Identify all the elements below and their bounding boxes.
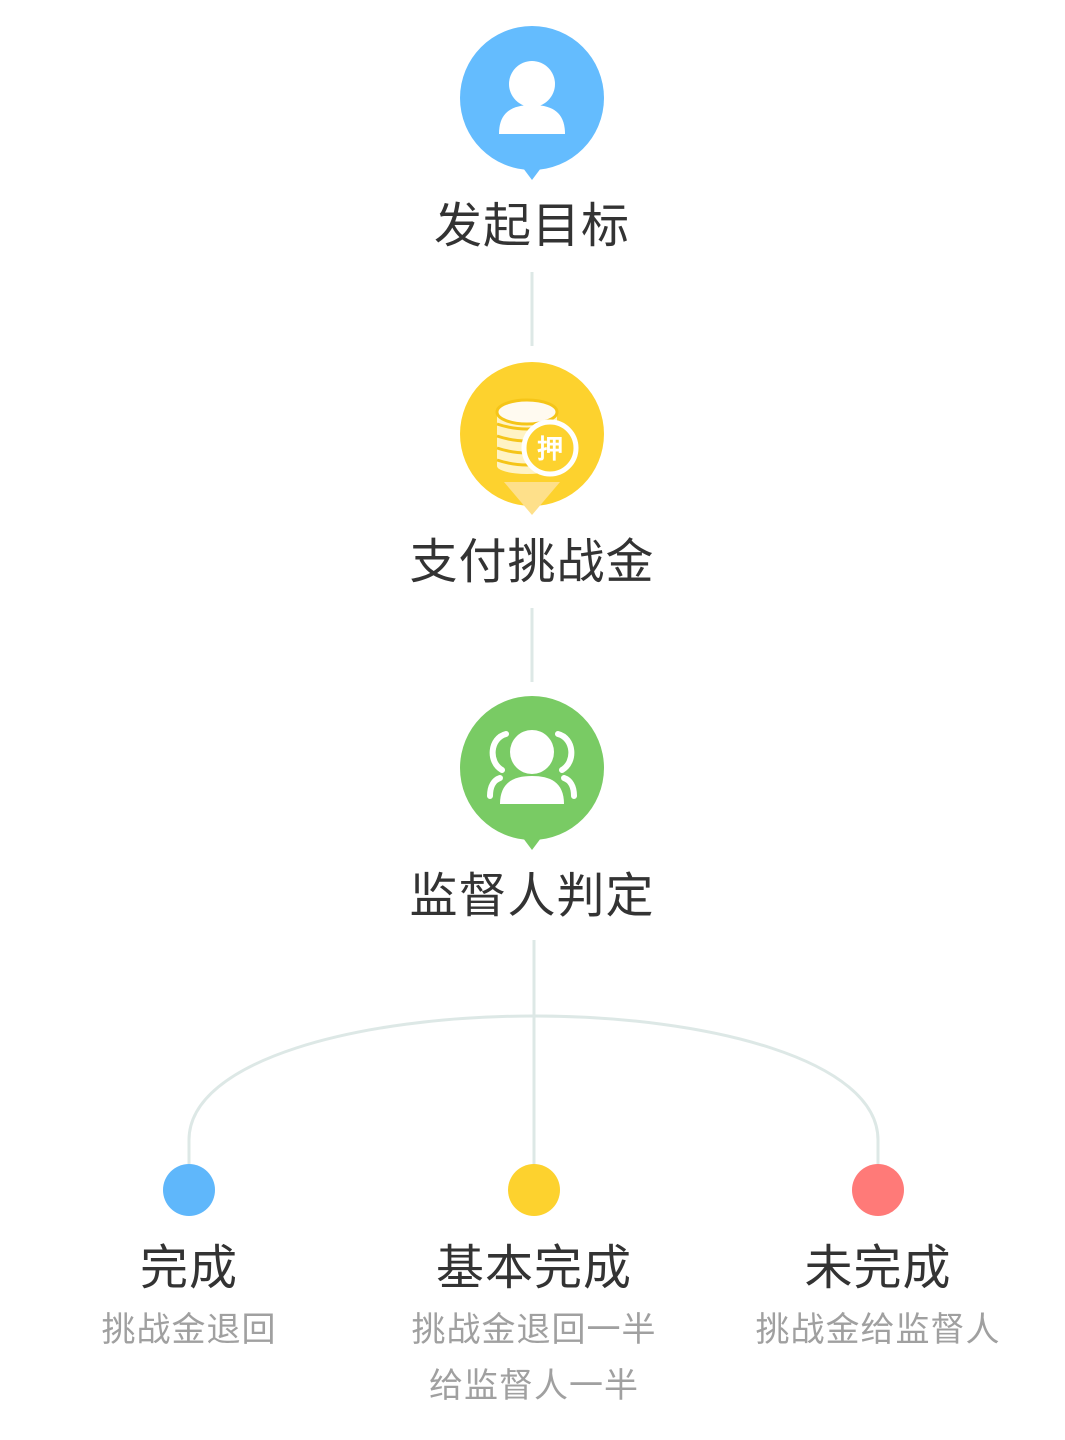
outcome-incomplete-dot xyxy=(852,1164,904,1216)
outcome-partial-dot xyxy=(508,1164,560,1216)
outcome-complete: 完成 挑战金退回 xyxy=(19,1164,359,1358)
outcome-incomplete-title: 未完成 xyxy=(804,1240,952,1296)
outcome-incomplete: 未完成 挑战金给监督人 xyxy=(708,1164,1048,1358)
outcome-partial-title: 基本完成 xyxy=(435,1240,632,1296)
step-start-icon-marker xyxy=(460,26,604,186)
step-judge-icon-marker xyxy=(460,696,604,856)
connector-outcome-arc xyxy=(187,1014,880,1166)
step-start-label: 发起目标 xyxy=(433,198,630,254)
step-deposit-icon-marker: 押 xyxy=(460,362,604,522)
group-icon xyxy=(460,696,604,850)
outcome-complete-title: 完成 xyxy=(139,1240,238,1296)
outcome-partial: 基本完成 挑战金退回一半 给监督人一半 xyxy=(364,1164,704,1414)
deposit-badge-text: 押 xyxy=(537,435,563,465)
step-deposit-label: 支付挑战金 xyxy=(409,534,655,590)
outcome-complete-desc: 挑战金退回 xyxy=(101,1310,277,1350)
outcome-incomplete-desc: 挑战金给监督人 xyxy=(755,1310,1001,1350)
user-icon xyxy=(460,26,604,180)
outcome-partial-desc-2: 给监督人一半 xyxy=(429,1366,639,1406)
outcome-partial-desc: 挑战金退回一半 xyxy=(411,1310,657,1350)
deposit-coins-icon: 押 xyxy=(460,362,604,515)
step-judge-label: 监督人判定 xyxy=(409,868,655,924)
outcome-complete-dot xyxy=(163,1164,215,1216)
